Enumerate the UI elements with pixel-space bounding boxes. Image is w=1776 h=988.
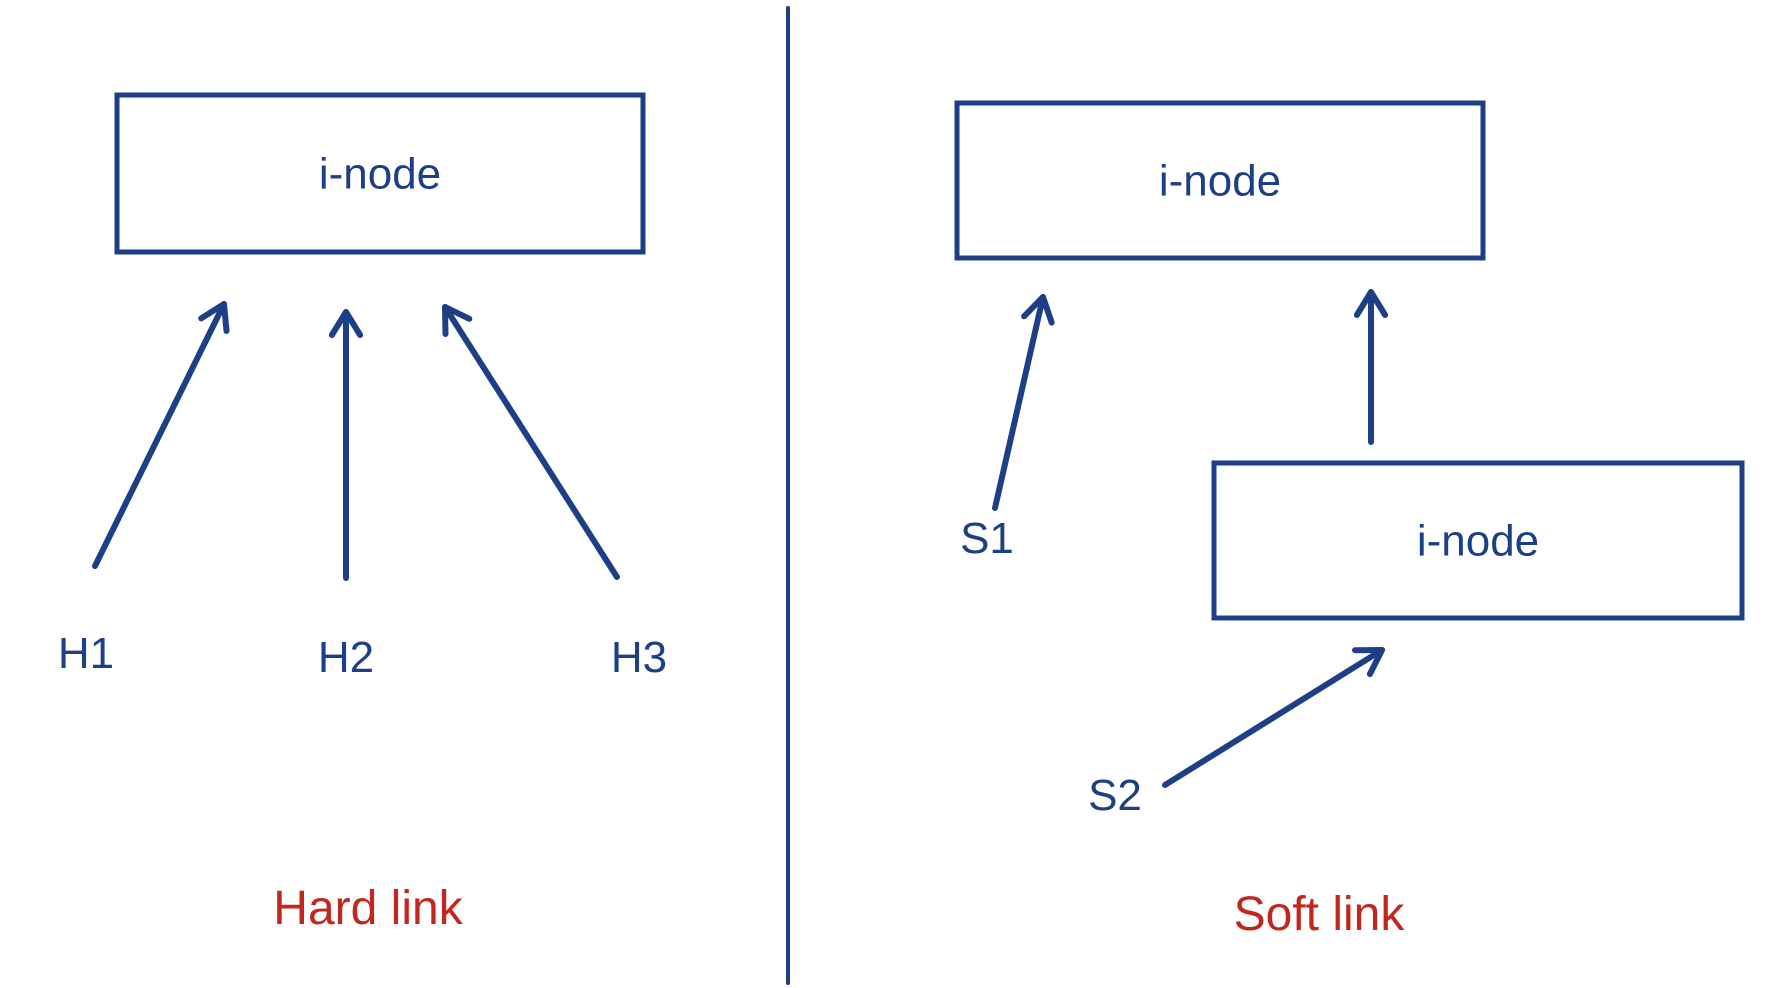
arrow-shaft [92, 301, 227, 569]
file-label-h3: H3 [611, 633, 667, 682]
caption-hard-link: Hard link [273, 882, 463, 935]
arrow-inode2-to-inode1 [1353, 289, 1389, 445]
inode-box-label: i-node [1417, 517, 1539, 566]
inode-box [954, 100, 1486, 261]
arrow-shaft [992, 294, 1046, 511]
arrow-head [1021, 294, 1055, 326]
arrow-h1-to-inode [92, 301, 230, 569]
arrow-head [442, 304, 473, 337]
arrow-head [1352, 647, 1385, 678]
inode-box [114, 92, 646, 255]
inode-box-label: i-node [319, 150, 441, 199]
arrow-s2-to-inode2 [1162, 647, 1385, 788]
arrow-head [1353, 289, 1389, 318]
arrow-s1-to-inode1 [992, 294, 1055, 511]
file-label-s2: S2 [1088, 771, 1142, 820]
inode-box [1211, 460, 1745, 621]
arrow-shaft [442, 304, 620, 580]
inode-box-label: i-node [1159, 157, 1281, 206]
file-label-h2: H2 [318, 633, 374, 682]
file-label-h1: H1 [58, 629, 114, 678]
arrow-h2-to-inode [328, 309, 364, 581]
arrow-head [198, 301, 230, 334]
arrow-h3-to-inode [442, 304, 620, 580]
file-label-s1: S1 [960, 514, 1014, 563]
arrow-shaft [1162, 647, 1385, 788]
arrow-head [328, 309, 364, 338]
caption-soft-link: Soft link [1234, 888, 1406, 941]
